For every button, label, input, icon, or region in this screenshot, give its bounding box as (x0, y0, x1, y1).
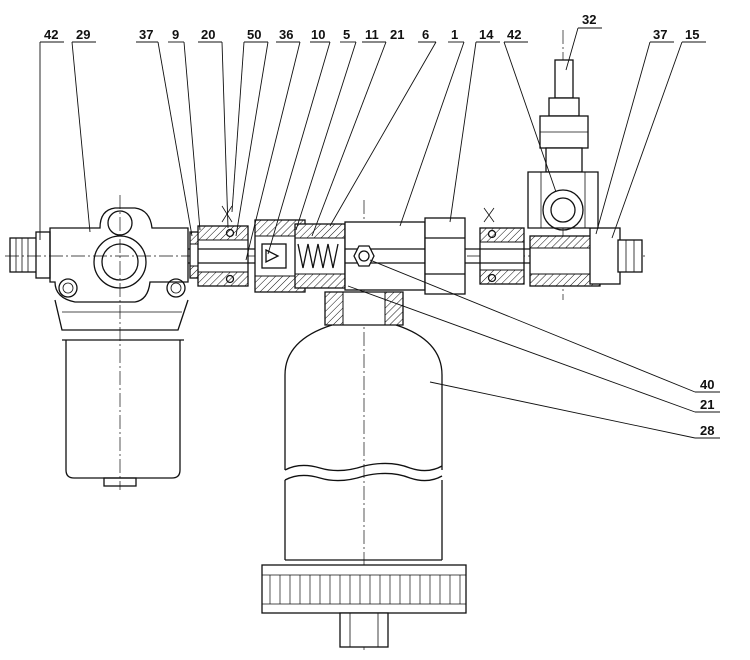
callout-42-left: 42 (44, 27, 59, 42)
callout-15: 15 (685, 27, 700, 42)
callout-9: 9 (172, 27, 180, 42)
callout-6: 6 (422, 27, 430, 42)
lower-filter (261, 291, 467, 648)
left-filter-housing (9, 207, 189, 487)
callout-37-left: 37 (139, 27, 154, 42)
vertical-fitting (527, 59, 599, 231)
leader-lines (39, 27, 720, 439)
callout-42-right: 42 (507, 27, 522, 42)
callout-5: 5 (343, 27, 351, 42)
callout-1: 1 (451, 27, 459, 42)
callout-36: 36 (279, 27, 294, 42)
callout-14: 14 (479, 27, 494, 42)
callout-21-top: 21 (390, 27, 405, 42)
callout-32: 32 (582, 12, 597, 27)
callout-50: 50 (247, 27, 262, 42)
callout-21-right: 21 (700, 397, 715, 412)
callout-29: 29 (76, 27, 91, 42)
callout-37-right: 37 (653, 27, 668, 42)
pipe-assembly (188, 205, 643, 295)
callout-28: 28 (700, 423, 715, 438)
callout-20: 20 (201, 27, 216, 42)
callout-11: 11 (365, 27, 379, 42)
callout-40: 40 (700, 377, 715, 392)
callout-10: 10 (311, 27, 326, 42)
